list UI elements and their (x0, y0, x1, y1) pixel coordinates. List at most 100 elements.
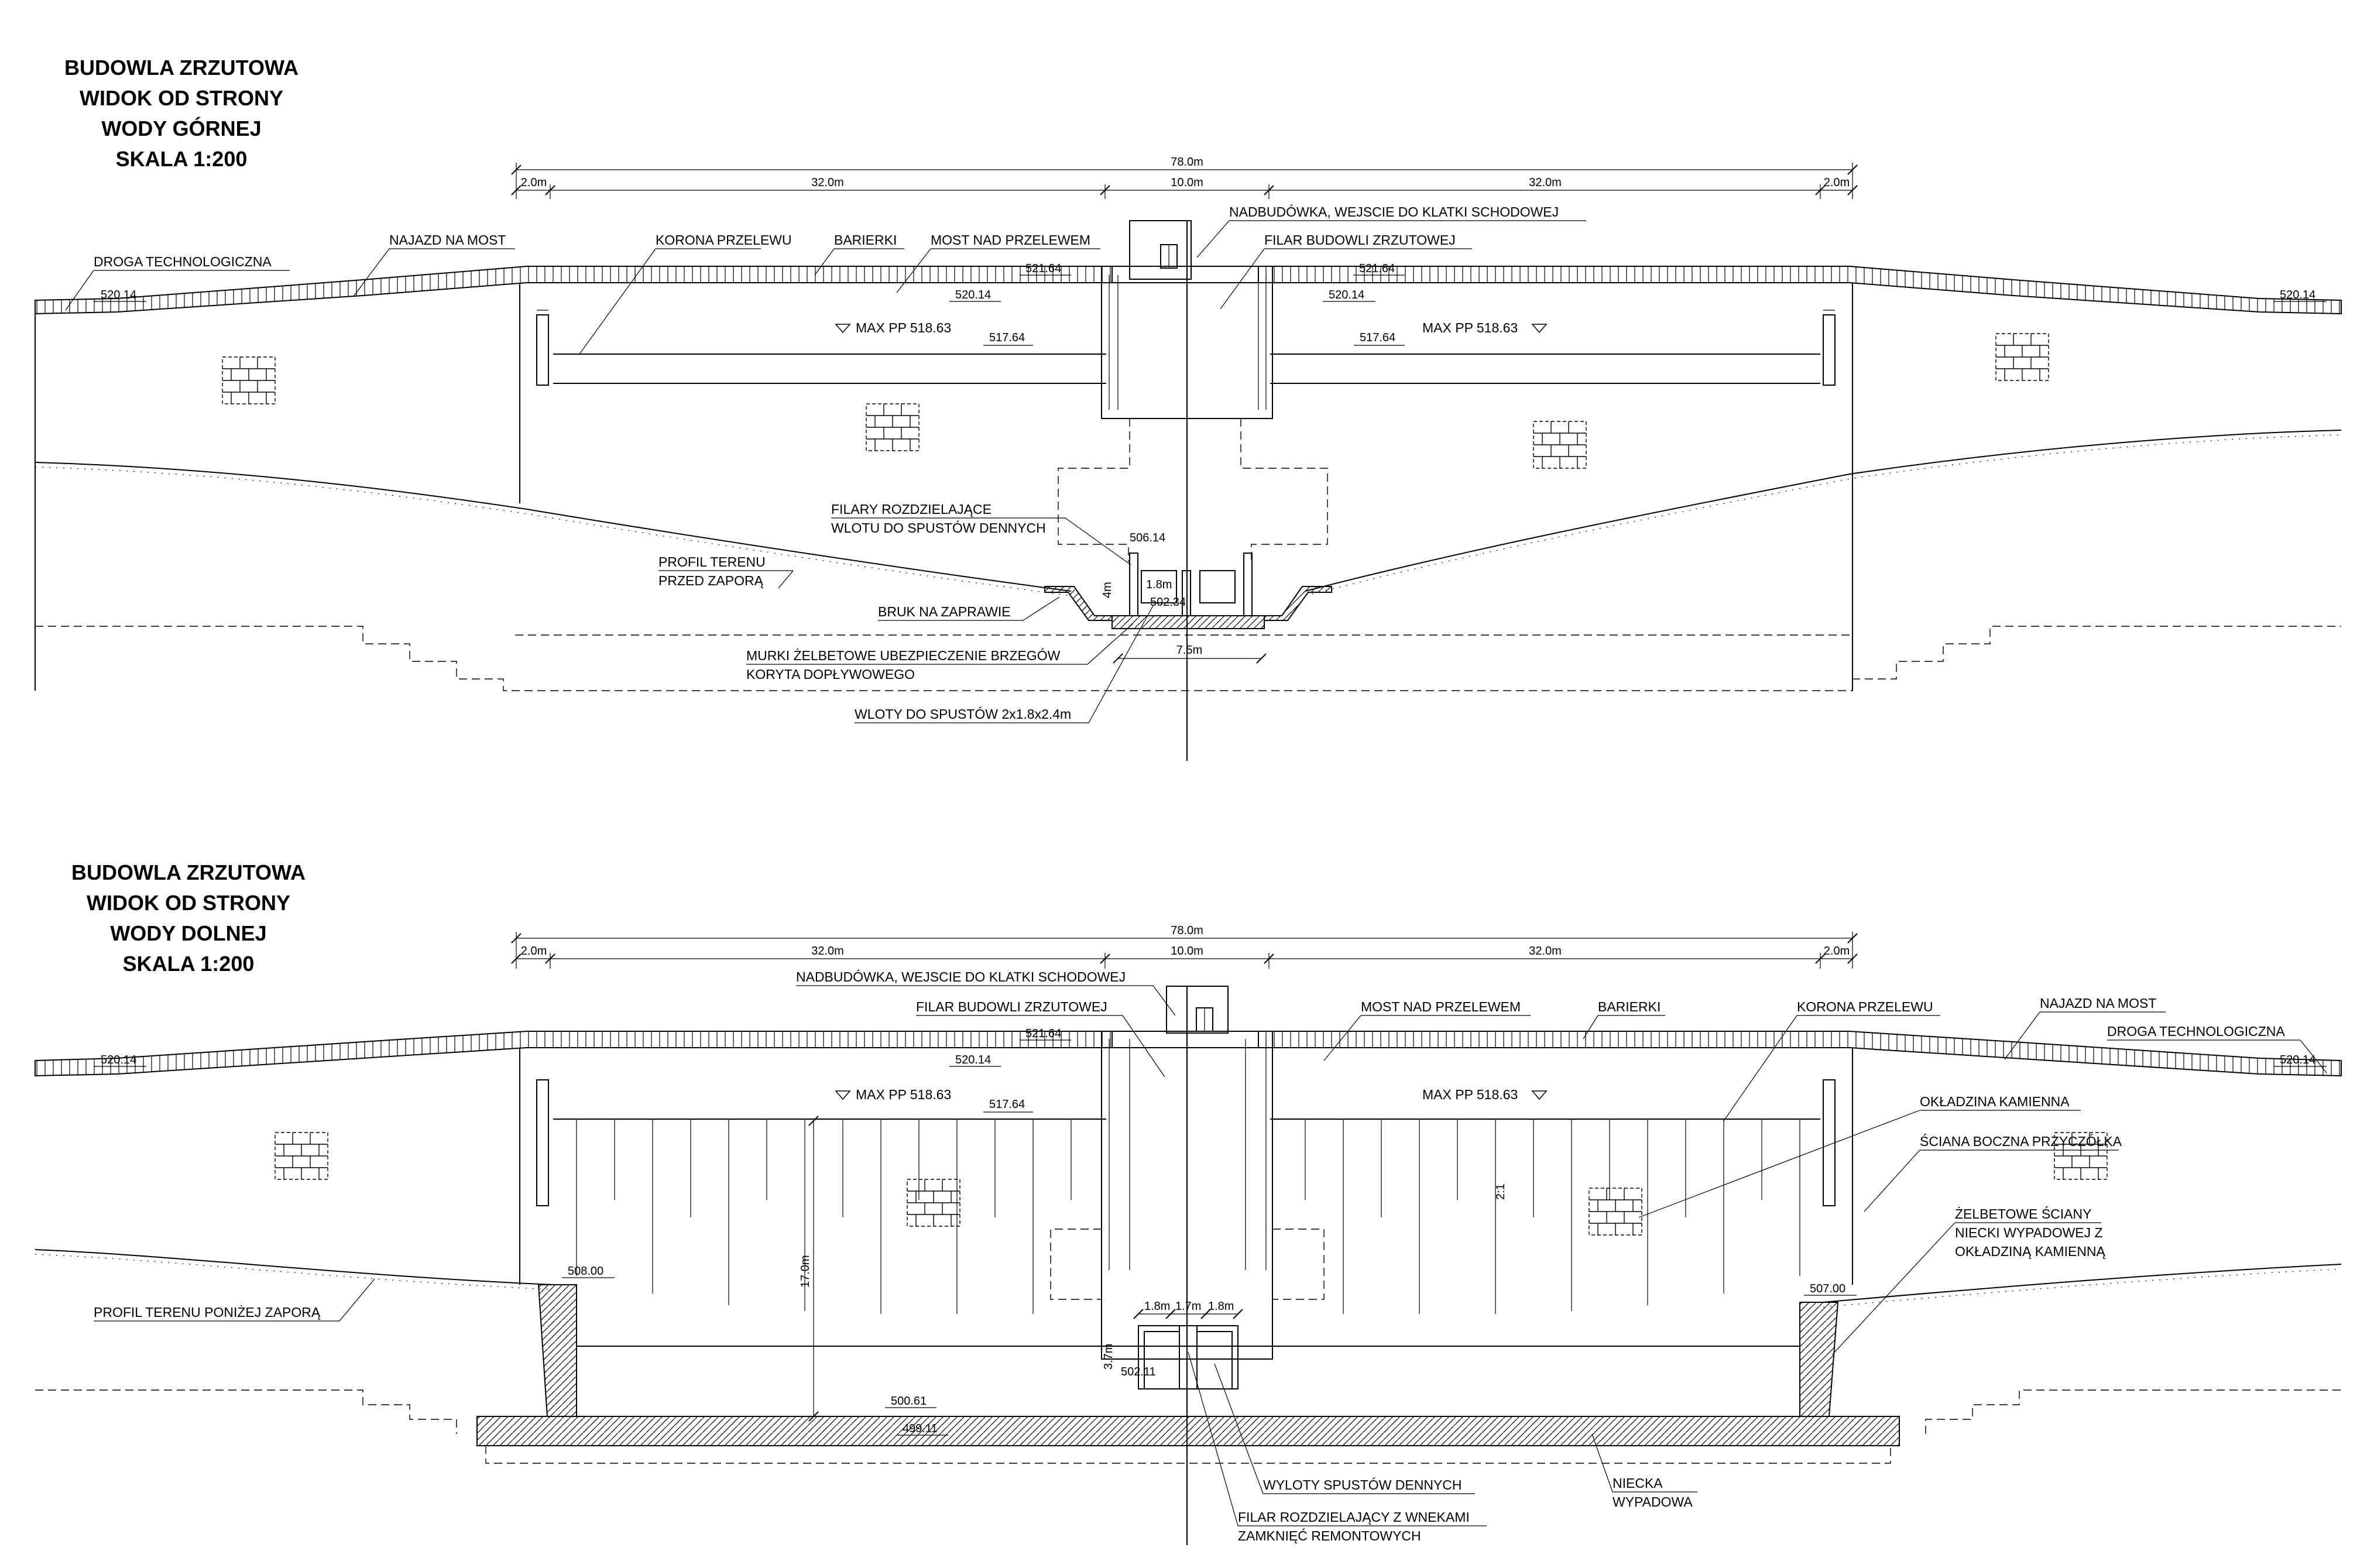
top-level-crest-left: 520.14 (955, 289, 991, 301)
bottom-dim-outlet-c: 1.8m (1208, 1300, 1234, 1313)
top-dim-total: 78.0m (1171, 156, 1203, 169)
bottom-level-outlet: 502.11 (1121, 1365, 1156, 1378)
top-label-walls-2: KORYTA DOPŁYWOWEGO (746, 667, 915, 682)
top-dim-s4: 32.0m (1529, 176, 1562, 189)
bottom-dim-s2: 32.0m (811, 945, 844, 958)
top-label-inlets: WLOTY DO SPUSTÓW 2x1.8x2.4m (855, 706, 1071, 722)
bottom-maxpp-left: MAX PP 518.63 (856, 1087, 951, 1102)
bottom-level-wall-left: 508.00 (568, 1265, 603, 1278)
top-brick-icon-3 (1533, 421, 1587, 469)
bottom-dim-outlet-b: 1.7m (1175, 1300, 1201, 1313)
top-dim-s2: 32.0m (811, 176, 844, 189)
top-level-spill-right: 517.64 (1360, 331, 1395, 344)
top-title-2: WIDOK OD STRONY (80, 86, 283, 110)
bottom-road-left (35, 1031, 1113, 1077)
bottom-title-4: SKALA 1:200 (123, 952, 255, 976)
top-level-road-right: 520.14 (2280, 289, 2315, 301)
top-brick-icon-2 (866, 403, 920, 451)
bottom-wall-right (1799, 1302, 1839, 1417)
bottom-dim-s3: 10.0m (1171, 945, 1203, 958)
bottom-dim-slope: 2:1 (1494, 1183, 1507, 1200)
top-terrain-right (1305, 430, 2342, 592)
top-level-road-left: 520.14 (101, 289, 136, 301)
bottom-label-abutment: ŚCIANA BOCZNA PRZYCZÓŁKA (1920, 1133, 2122, 1149)
top-label-terrain-2: PRZED ZAPORĄ (658, 573, 764, 588)
bottom-superstructure (1166, 986, 1229, 1034)
bottom-terrain-right (1823, 1264, 2342, 1303)
top-road-right (1258, 266, 2342, 315)
bottom-label-crest: KORONA PRZELEWU (1797, 999, 1933, 1014)
bottom-label-rc-walls-3: OKŁADZINĄ KAMIENNĄ (1955, 1244, 2106, 1259)
top-level-bridge-left: 521.64 (1025, 262, 1061, 275)
bottom-dim-s1: 2.0m (521, 945, 547, 958)
top-dim-s1: 2.0m (521, 176, 547, 189)
bottom-label-divider-2: ZAMKNIĘĆ REMONTOWYCH (1238, 1528, 1421, 1543)
top-maxpp-left: MAX PP 518.63 (856, 320, 951, 335)
top-dim-inlet: 1.8m (1146, 578, 1172, 591)
top-level-spill-left: 517.64 (989, 331, 1025, 344)
bottom-label-outlets: WYLOTY SPUSTÓW DENNYCH (1263, 1477, 1462, 1492)
bottom-label-terrain: PROFIL TERENU PONIŻEJ ZAPORĄ (94, 1305, 321, 1320)
top-label-barriers: BARIERKI (834, 232, 897, 248)
bottom-level-spill: 517.64 (989, 1098, 1025, 1111)
top-dim-pillar-height: 4m (1101, 582, 1114, 598)
bottom-label-rc-walls-2: NIECKI WYPADOWEJ Z (1955, 1225, 2103, 1240)
bottom-brick-icon-3 (1589, 1188, 1642, 1236)
top-brick-icon-1 (222, 356, 276, 404)
top-view: BUDOWLA ZRZUTOWA WIDOK OD STRONY WODY GÓ… (35, 56, 2342, 761)
bottom-dim-height: 17.0m (799, 1255, 812, 1288)
bottom-title-1: BUDOWLA ZRZUTOWA (71, 860, 306, 884)
bottom-label-rc-walls-1: ŻELBETOWE ŚCIANY (1955, 1206, 2091, 1222)
bottom-brick-icon-1 (275, 1132, 328, 1180)
bottom-title-2: WIDOK OD STRONY (87, 891, 290, 915)
bottom-label-pier: FILAR BUDOWLI ZRZUTOWEJ (916, 999, 1107, 1014)
bottom-brick-icon-2 (907, 1179, 960, 1227)
bottom-dim-total: 78.0m (1171, 924, 1203, 937)
bottom-outlets (1138, 1325, 1239, 1389)
bottom-level-crest: 520.14 (955, 1054, 991, 1066)
bottom-label-superstructure: NADBUDÓWKA, WEJSCIE DO KLATKI SCHODOWEJ (796, 969, 1126, 984)
bottom-level-basin-bottom: 499.11 (903, 1422, 938, 1435)
top-level-inlet: 502.34 (1150, 596, 1186, 609)
top-label-dividers-1: FILARY ROZDZIELAJĄCE (831, 502, 992, 517)
top-label-bridge: MOST NAD PRZELEWEM (931, 232, 1090, 248)
bottom-label-divider-1: FILAR ROZDZIELAJĄCY Z WNEKAMI (1238, 1509, 1470, 1525)
bottom-label-ramp: NAJAZD NA MOST (2040, 996, 2156, 1011)
bottom-level-wall-right: 507.00 (1810, 1282, 1845, 1295)
top-terrain-left (35, 462, 1072, 592)
top-label-paving: BRUK NA ZAPRAWIE (878, 604, 1011, 619)
bottom-cladding-lines (576, 1119, 1800, 1314)
top-road-left (35, 266, 1113, 315)
bottom-dim-outlet-a: 1.8m (1144, 1300, 1170, 1313)
bottom-label-cladding: OKŁADZINA KAMIENNA (1920, 1094, 2070, 1109)
top-inlet-floor (1111, 615, 1265, 629)
top-label-dividers-2: WLOTU DO SPUSTÓW DENNYCH (831, 520, 1046, 536)
bottom-level-road-left: 520.14 (101, 1054, 136, 1066)
bottom-label-barriers: BARIERKI (1598, 999, 1661, 1014)
bottom-level-basin-top: 500.61 (891, 1395, 927, 1408)
top-level-bridge-right: 521.64 (1359, 262, 1395, 275)
top-title-1: BUDOWLA ZRZUTOWA (64, 56, 299, 80)
bottom-dim-s5: 2.0m (1824, 945, 1850, 958)
bottom-dim-outlet-h: 3.7m (1102, 1344, 1115, 1370)
top-label-superstructure: NADBUDÓWKA, WEJSCIE DO KLATKI SCHODOWEJ (1229, 204, 1559, 219)
top-dim-bottom-width: 7.5m (1176, 644, 1202, 657)
bottom-basin-slab (476, 1416, 1900, 1446)
bottom-dimension-chain: 78.0m 2.0m 32.0m 10.0m 32.0m 2.0m (511, 924, 1858, 969)
top-maxpp-right: MAX PP 518.63 (1422, 320, 1518, 335)
top-label-pier: FILAR BUDOWLI ZRZUTOWEJ (1264, 232, 1456, 248)
bottom-dim-s4: 32.0m (1529, 945, 1562, 958)
bottom-label-bridge: MOST NAD PRZELEWEM (1361, 999, 1521, 1014)
top-title-3: WODY GÓRNEJ (101, 116, 261, 140)
top-title-4: SKALA 1:200 (116, 147, 248, 171)
top-label-terrain-1: PROFIL TERENU (658, 554, 766, 569)
top-superstructure (1129, 220, 1192, 280)
top-dim-s3: 10.0m (1171, 176, 1203, 189)
bottom-label-basin-2: WYPADOWA (1613, 1494, 1693, 1509)
top-level-crest-right: 520.14 (1329, 289, 1364, 301)
top-dim-s5: 2.0m (1824, 176, 1850, 189)
top-label-road: DROGA TECHNOLOGICZNA (94, 254, 272, 269)
top-label-crest: KORONA PRZELEWU (656, 232, 792, 248)
bottom-title-3: WODY DOLNEJ (110, 921, 266, 945)
